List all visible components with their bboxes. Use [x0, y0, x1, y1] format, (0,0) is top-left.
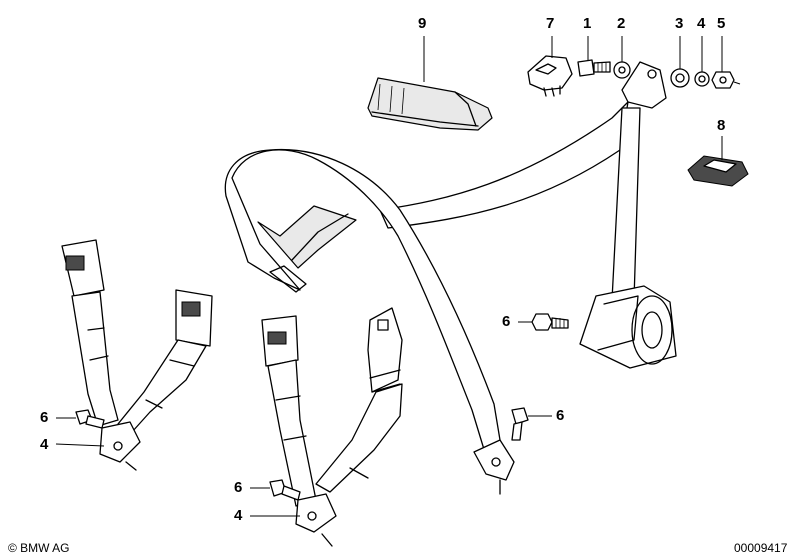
callout-6-left: 6 [40, 409, 49, 426]
bolt-part-6-center [250, 479, 301, 501]
callout-4-center: 4 [234, 507, 243, 524]
bolt-part-6-retractor [518, 313, 569, 331]
diagram-number: 00009417 [734, 541, 788, 555]
callout-1: 1 [583, 15, 592, 32]
retractor-unit [579, 285, 677, 369]
callout-3: 3 [675, 15, 684, 32]
callout-6-right-anchor: 6 [556, 407, 565, 424]
leader-4-left [55, 443, 105, 447]
left-buckle-assembly [61, 239, 213, 471]
callout-6-retractor: 6 [502, 313, 511, 330]
copyright-text: © BMW AG [8, 541, 70, 555]
shoulder-belt-webbing [224, 101, 641, 457]
washer-part-2 [613, 61, 631, 79]
upper-anchor-bracket [621, 61, 667, 109]
trim-cover-part-9 [367, 77, 493, 131]
callout-4-top: 4 [697, 15, 706, 32]
callout-7: 7 [546, 15, 555, 32]
callout-9: 9 [418, 15, 427, 32]
callout-4-left: 4 [40, 436, 49, 453]
bolt-part-6-right-anchor [511, 407, 552, 441]
bolt-part-6-left [56, 409, 105, 429]
spacer-part-3 [670, 68, 690, 88]
center-buckle-assembly [261, 307, 403, 547]
adjuster-plate-part-7 [527, 55, 573, 97]
callout-8: 8 [717, 117, 726, 134]
washer-part-4 [694, 71, 710, 87]
slotted-cover-part-8 [687, 155, 749, 187]
bolt-part-1 [577, 59, 611, 77]
callout-2: 2 [617, 15, 626, 32]
callout-6-center: 6 [234, 479, 243, 496]
callout-5: 5 [717, 15, 726, 32]
lower-anchor-plate [473, 439, 515, 495]
nut-part-5 [711, 71, 741, 89]
